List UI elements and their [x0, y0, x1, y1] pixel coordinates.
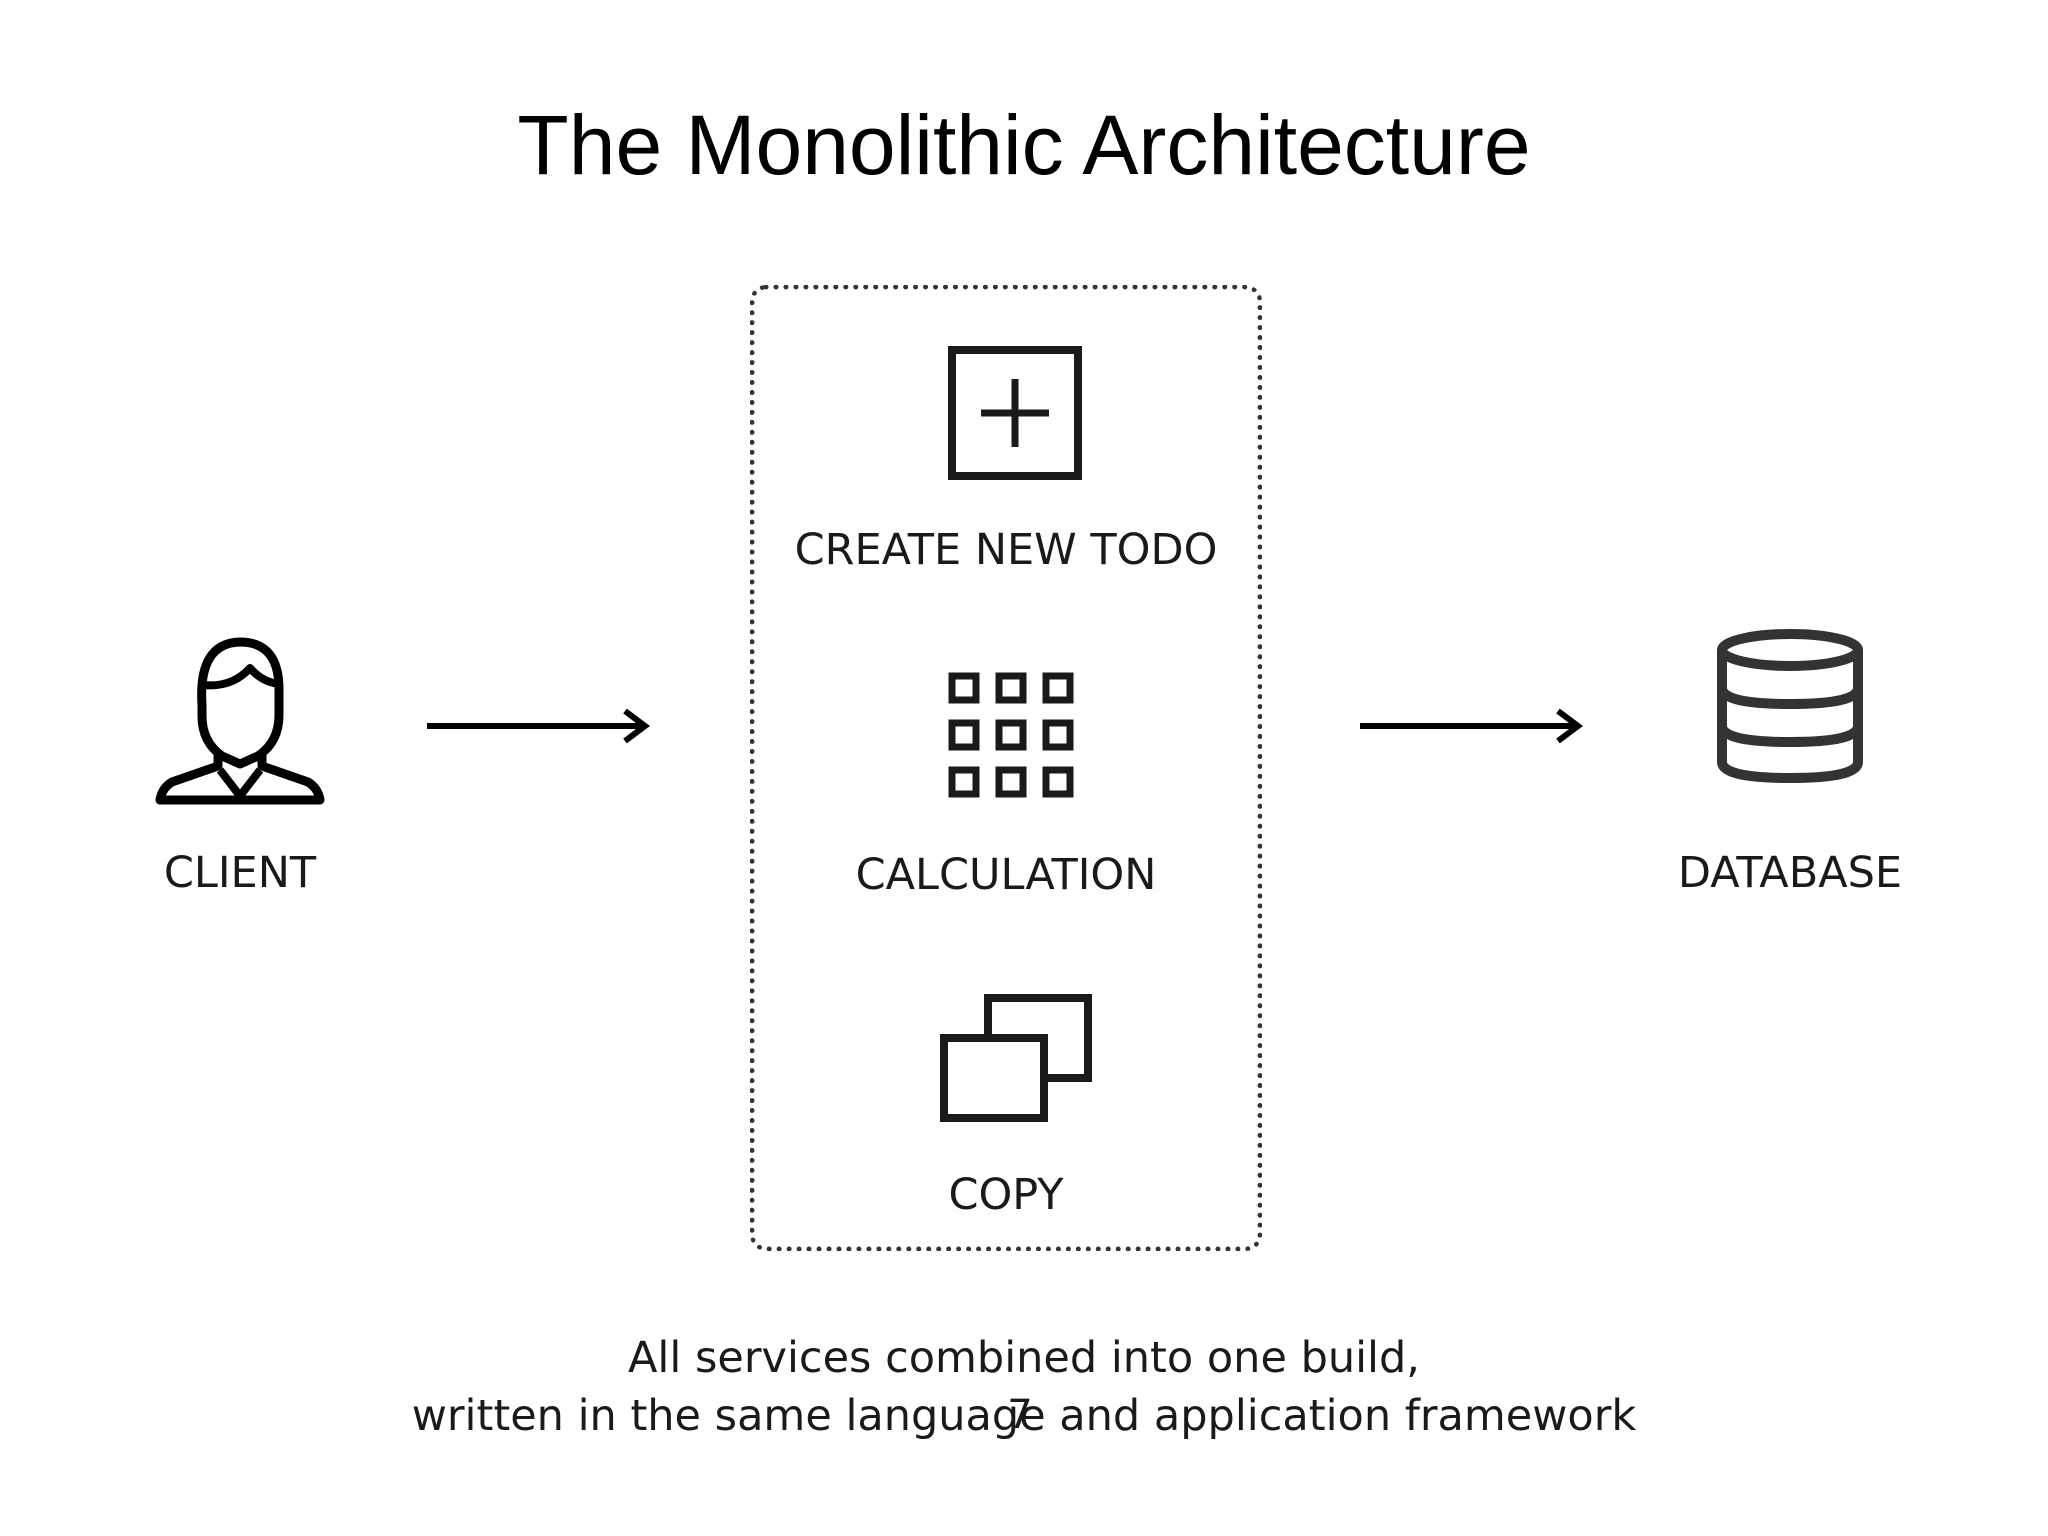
slide-title: The Monolithic Architecture: [517, 98, 1531, 192]
database-node: DATABASE: [1660, 620, 1920, 910]
arrow-services-to-database: [1360, 708, 1583, 744]
user-icon: [155, 637, 325, 805]
page-number: 7: [1007, 1392, 1033, 1438]
monolith-container: [750, 285, 1262, 1251]
grid-icon: [948, 672, 1074, 798]
client-node: CLIENT: [140, 630, 340, 910]
service-label-copy: COPY: [948, 1170, 1064, 1220]
database-icon: [1717, 629, 1863, 784]
service-label-create-new-todo: CREATE NEW TODO: [794, 525, 1218, 575]
service-label-calculation: CALCULATION: [855, 850, 1157, 900]
client-label: CLIENT: [163, 848, 317, 898]
arrow-client-to-services: [427, 708, 650, 744]
database-label: DATABASE: [1677, 848, 1903, 898]
plus-square-icon: [948, 346, 1082, 480]
copy-icon: [940, 994, 1092, 1122]
caption-line-2: written in the same language and applica…: [411, 1391, 1637, 1441]
caption-line-1: All services combined into one build,: [628, 1333, 1420, 1383]
